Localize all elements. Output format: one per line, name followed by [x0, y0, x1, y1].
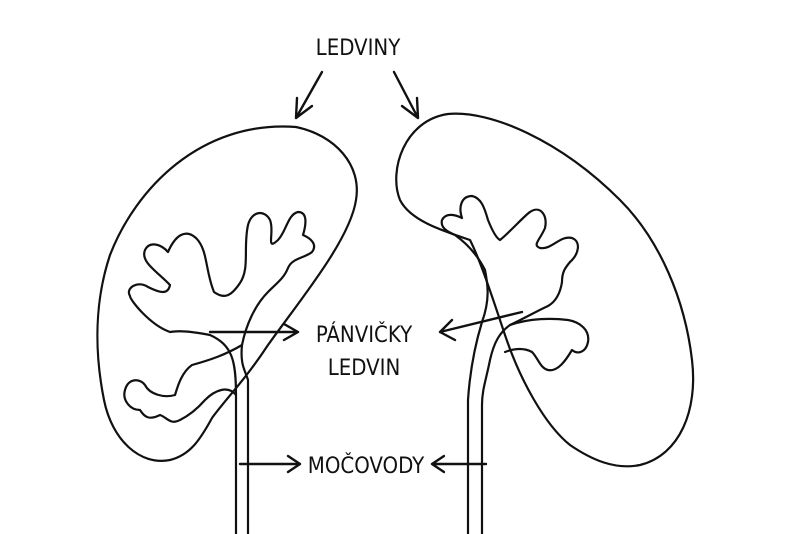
right-kidney-outline [396, 114, 693, 467]
arrow-to-left-kidney [296, 72, 322, 118]
left-lower-calyx [124, 345, 242, 422]
arrow-to-right-kidney [394, 72, 418, 118]
label-pelvis-line1: PÁNVIČKY [316, 322, 413, 348]
left-renal-pelvis [129, 212, 314, 534]
arrow-to-left-pelvis [210, 324, 298, 340]
right-lower-calyx [505, 319, 588, 370]
label-pelvis-line2: LEDVIN [328, 356, 401, 381]
label-ureters: MOČOVODY [308, 453, 425, 479]
label-kidneys: LEDVINY [316, 36, 402, 61]
arrows [210, 72, 522, 472]
arrow-to-right-ureter [432, 456, 486, 472]
right-renal-pelvis [442, 196, 578, 534]
